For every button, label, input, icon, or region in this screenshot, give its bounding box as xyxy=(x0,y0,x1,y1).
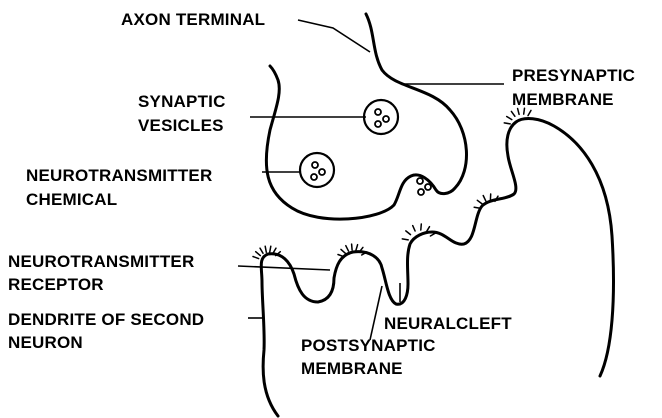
receptor-hair xyxy=(477,200,482,204)
receptor-hair xyxy=(338,255,344,257)
receptor-hair xyxy=(406,231,411,235)
receptor-hair xyxy=(402,239,408,240)
receptor-hair xyxy=(341,249,346,253)
label-postsynaptic-line2: MEMBRANE xyxy=(301,359,403,378)
label-neurotransmitter-chemical-line1: NEUROTRANSMITTER xyxy=(26,166,212,185)
receptor-hair xyxy=(511,111,515,116)
receptor-hair xyxy=(504,123,510,124)
receptor-hair xyxy=(265,246,266,252)
receptor-hair xyxy=(253,257,259,259)
receptor-hair xyxy=(483,196,486,201)
receptor-hair xyxy=(260,248,263,253)
receptor-hair xyxy=(270,246,271,252)
label-receptor-line1: NEUROTRANSMITTER xyxy=(8,252,194,271)
label-neurotransmitter-chemical-line2: CHEMICAL xyxy=(26,190,117,209)
label-synaptic-vesicles-line2: VESICLES xyxy=(138,116,224,135)
label-axon-terminal: AXON TERMINAL xyxy=(121,10,265,29)
label-neural-cleft: NEURALCLEFT xyxy=(384,314,512,333)
leader-receptor xyxy=(238,266,330,270)
synaptic-vesicle-upper xyxy=(364,100,398,134)
label-receptor-line2: RECEPTOR xyxy=(8,275,104,294)
receptor-hair xyxy=(421,224,422,230)
receptor-hair xyxy=(474,207,480,208)
receptor-hair xyxy=(528,110,531,115)
synaptic-vesicle-lower xyxy=(300,153,334,187)
receptor-hair xyxy=(256,252,261,256)
receptor-hair xyxy=(518,109,520,115)
receptor-hair xyxy=(413,226,415,231)
receptor-hair xyxy=(352,244,353,250)
receptor-hair xyxy=(507,117,512,120)
label-presynaptic-line2: MEMBRANE xyxy=(512,90,614,109)
receptor-hair xyxy=(356,245,358,251)
label-dendrite-line1: DENDRITE OF SECOND xyxy=(8,310,204,329)
label-postsynaptic-line1: POSTSYNAPTIC xyxy=(301,336,436,355)
receptor-hair xyxy=(346,246,349,251)
label-presynaptic-line1: PRESYNAPTIC xyxy=(512,66,635,85)
label-dendrite-line2: NEURON xyxy=(8,333,83,352)
label-synaptic-vesicles-line1: SYNAPTIC xyxy=(138,92,226,111)
leader-postsynaptic xyxy=(370,286,382,340)
receptor-hair xyxy=(524,108,525,114)
leader-axon-terminal xyxy=(298,20,370,52)
